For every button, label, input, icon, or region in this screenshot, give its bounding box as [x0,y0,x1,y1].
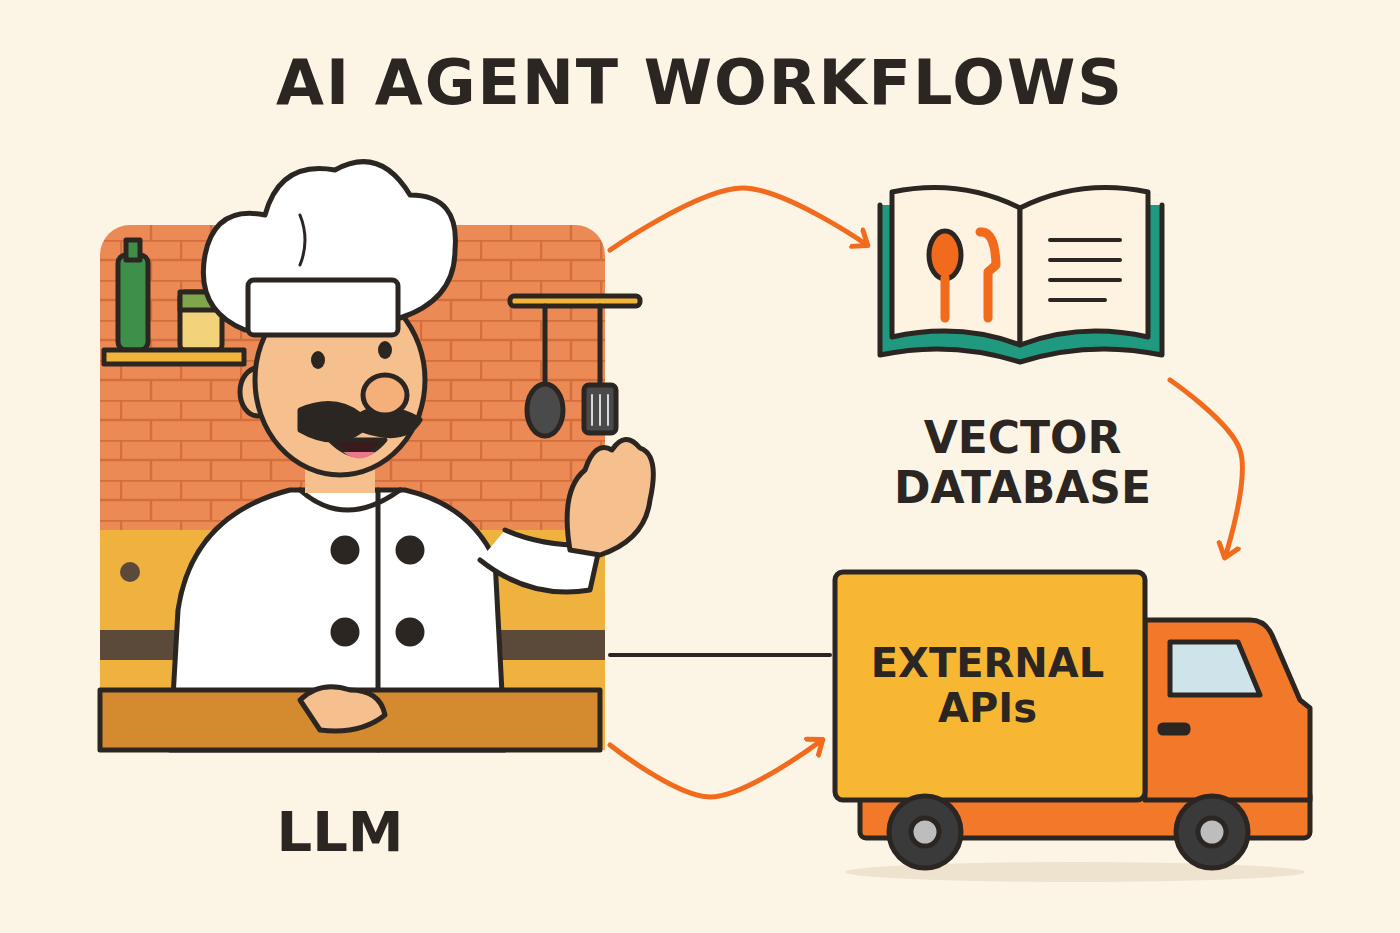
external-apis-node: EXTERNAL APIs [830,565,1315,875]
connector-arrow [610,740,822,797]
llm-node: LLM [100,210,610,870]
connector-arrow [1170,380,1242,557]
node-label: LLM [276,801,403,864]
vector-database-node: VECTOR DATABASE [875,180,1170,520]
connector-line [610,653,830,657]
node-label: EXTERNAL APIs [838,641,1138,731]
chef-illustration [100,162,653,750]
book-icon [880,188,1162,362]
connector-arrow [610,188,867,250]
truck-icon [835,572,1310,882]
diagram-title: AI AGENT WORKFLOWS [0,48,1400,117]
node-label: VECTOR DATABASE [875,413,1170,512]
